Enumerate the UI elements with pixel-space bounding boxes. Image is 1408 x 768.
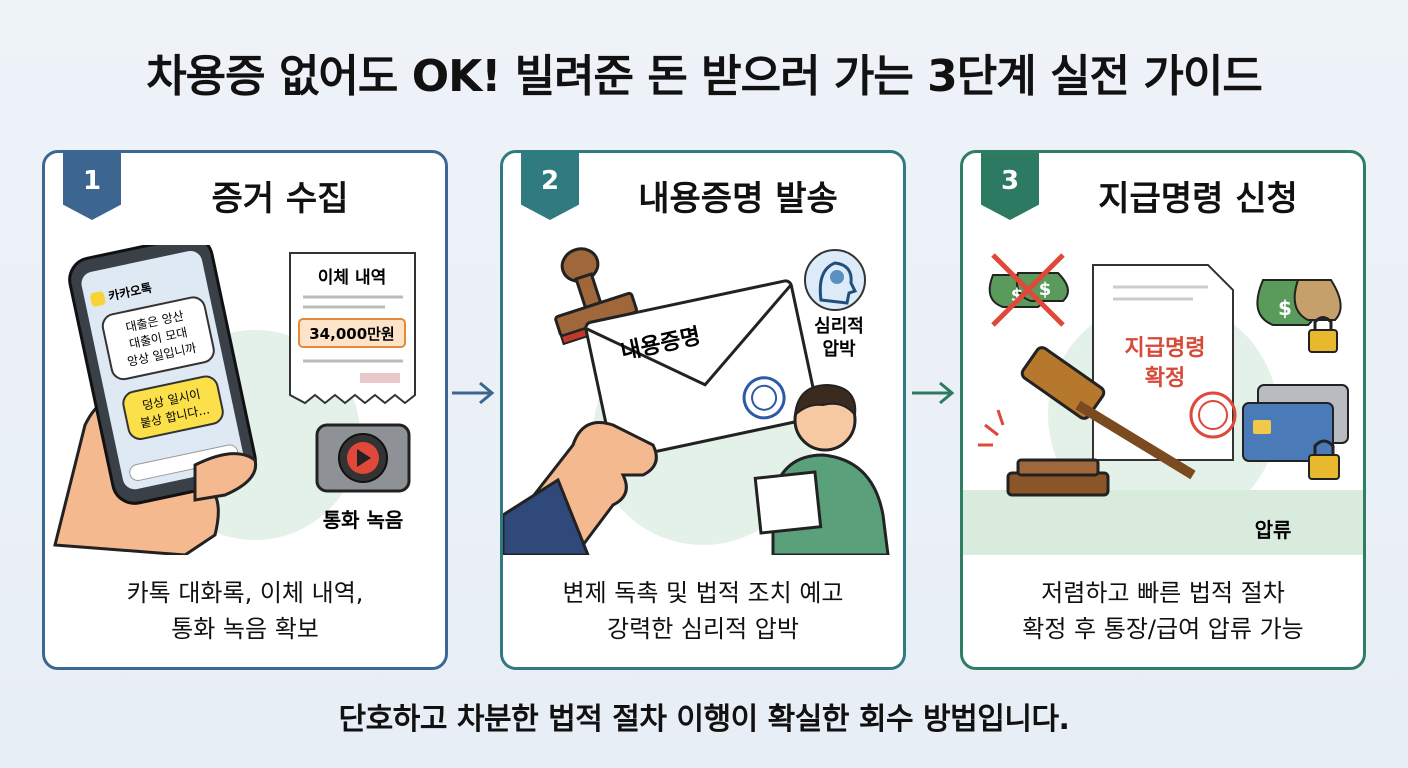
worried-person-icon xyxy=(753,383,890,555)
step-description: 저렴하고 빠른 법적 절차 확정 후 통장/급여 압류 가능 xyxy=(1022,579,1304,643)
step-number-badge: 1 xyxy=(63,153,121,220)
payment-order-document-icon xyxy=(1092,264,1237,461)
svg-text:$: $ xyxy=(1039,279,1052,300)
next-arrow-icon xyxy=(452,381,495,405)
envelope-icon: 내용증명 xyxy=(584,279,820,461)
crossed-money-bag-icon: $ $ xyxy=(988,253,1069,327)
step-number-badge: 3 xyxy=(981,153,1039,220)
payment-order-illustration: $ $ 지급명령 확정 $ xyxy=(963,253,1363,555)
page-title: 차용증 없어도 OK! 빌려준 돈 받으러 가는 3단계 실전 가이드 xyxy=(146,51,1263,102)
step-description: 카톡 대화록, 이체 내역, 통화 녹음 확보 xyxy=(126,579,364,643)
certified-mail-illustration: 내용증명 심리적 압박 xyxy=(503,247,890,555)
step-title: 내용증명 발송 xyxy=(638,179,838,219)
brain-pressure-icon xyxy=(804,249,866,311)
document-label: 지급명령 xyxy=(1125,336,1206,361)
footer-summary: 단호하고 차분한 법적 절차 이행이 확실한 회수 방법입니다. xyxy=(338,702,1070,737)
recording-label: 통화 녹음 xyxy=(323,508,404,532)
step-title: 지급명령 신청 xyxy=(1098,179,1298,219)
call-recording-icon xyxy=(315,423,411,493)
pressure-label: 압박 xyxy=(822,339,856,360)
gavel-icon xyxy=(978,346,1196,497)
document-label: 확정 xyxy=(1145,366,1185,391)
evidence-illustration: 카카오톡 대출은 앙산 대출이 모대 앙상 일입니까 덩상 일시이 붙상 합니다… xyxy=(53,245,416,555)
step-description: 변제 독촉 및 법적 조치 예고 강력한 심리적 압박 xyxy=(562,579,844,643)
receipt-amount: 34,000만원 xyxy=(309,325,394,343)
receipt-title: 이체 내역 xyxy=(318,268,386,288)
locked-money-bag-icon: $ xyxy=(1256,279,1342,353)
step-title: 증거 수집 xyxy=(211,179,349,219)
step-card-evidence: 1 증거 수집 카카오톡 대출은 앙산 대출이 모대 앙상 일입니까 덩상 일시… xyxy=(42,150,448,670)
pressure-label: 심리적 xyxy=(814,316,864,337)
next-arrow-icon xyxy=(912,381,955,405)
step-number-badge: 2 xyxy=(521,153,579,220)
step-card-certified-mail: 2 내용증명 발송 내용증명 심리적 압박 xyxy=(500,150,906,670)
seizure-label: 압류 xyxy=(1255,518,1292,542)
locked-bank-card-icon xyxy=(1242,384,1349,480)
step-card-payment-order: 3 지급명령 신청 $ $ 지급명령 확정 xyxy=(960,150,1366,670)
svg-text:$: $ xyxy=(1278,296,1292,320)
